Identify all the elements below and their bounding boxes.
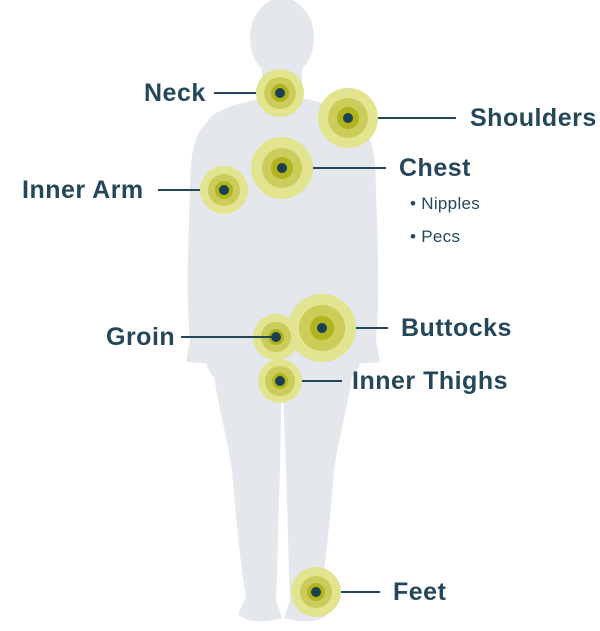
marker-dot [219, 185, 229, 195]
label-buttocks: Buttocks [401, 314, 512, 342]
marker-dot [271, 332, 281, 342]
label-inner-thighs: Inner Thighs [352, 367, 508, 395]
marker-buttocks: Buttocks [288, 294, 512, 362]
label-inner-arm: Inner Arm [22, 176, 144, 204]
marker-dot [277, 163, 287, 173]
silhouette-right-leg [282, 360, 354, 622]
chest-sub-item-pecs: • Pecs [410, 227, 460, 246]
silhouette-right-arm [337, 120, 380, 364]
label-chest: Chest [399, 154, 471, 182]
marker-neck: Neck [144, 69, 304, 117]
marker-dot [343, 113, 353, 123]
marker-feet: Feet [291, 567, 447, 617]
label-feet: Feet [393, 578, 447, 606]
chest-sub-item-nipples: • Nipples [410, 194, 480, 213]
label-groin: Groin [106, 323, 175, 351]
label-neck: Neck [144, 79, 206, 107]
marker-dot [275, 376, 285, 386]
marker-groin: Groin [106, 314, 299, 360]
silhouette-head [250, 0, 314, 78]
marker-dot [311, 587, 321, 597]
marker-dot [275, 88, 285, 98]
marker-inner-arm: Inner Arm [22, 166, 248, 214]
marker-inner-thighs: Inner Thighs [258, 359, 508, 403]
label-shoulders: Shoulders [470, 104, 597, 132]
marker-dot [317, 323, 327, 333]
marker-shoulders: Shoulders [318, 88, 597, 148]
silhouette-left-leg [212, 360, 282, 622]
marker-chest: Chest • Nipples • Pecs [251, 137, 480, 246]
